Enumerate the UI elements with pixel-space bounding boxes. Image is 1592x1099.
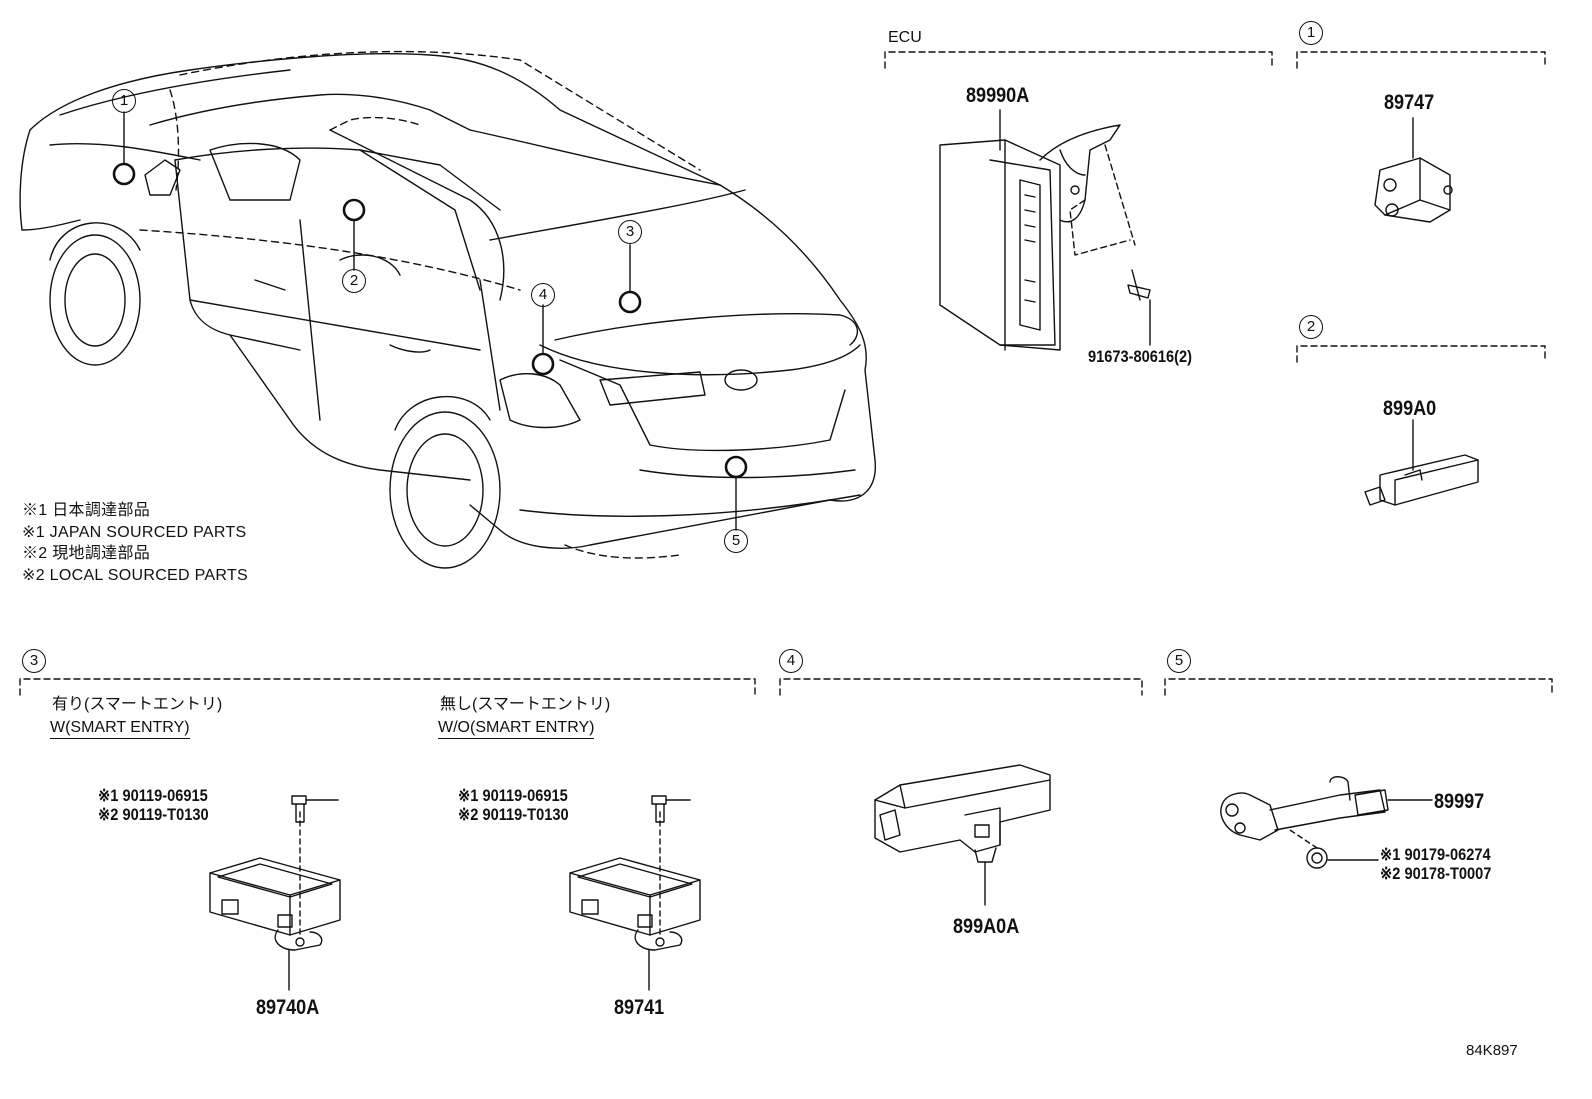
section-5-circle: 5 — [1167, 649, 1191, 673]
part-number-89747[interactable]: 89747 — [1384, 91, 1435, 114]
nut-local[interactable]: ※2 90178-T0007 — [1380, 864, 1492, 883]
part-89741-drawing — [569, 795, 701, 991]
ecu-section-label: ECU — [888, 29, 922, 46]
ecu-part-drawing — [939, 109, 1151, 351]
nut-japan[interactable]: ※1 90179-06274 — [1380, 845, 1491, 864]
car-callout-2: 2 — [342, 269, 366, 293]
bolt-w-japan[interactable]: ※1 90119-06915 — [98, 786, 208, 805]
car-callout-3: 3 — [618, 220, 642, 244]
section-brackets — [19, 51, 1553, 696]
note-local-sourced-en: ※2 LOCAL SOURCED PARTS — [22, 567, 248, 584]
diagram-id: 84K897 — [1466, 1042, 1518, 1059]
part-89997-drawing — [1220, 776, 1433, 869]
section-3-circle: 3 — [22, 649, 46, 673]
section-4-circle: 4 — [779, 649, 803, 673]
note-japan-sourced-jp: ※1 日本調達部品 — [22, 502, 151, 519]
part-number-89997[interactable]: 89997 — [1434, 790, 1485, 813]
part-number-899A0[interactable]: 899A0 — [1383, 397, 1437, 420]
part-number-899A0A[interactable]: 899A0A — [953, 915, 1020, 938]
part-number-ecu-bolt[interactable]: 91673-80616(2) — [1088, 347, 1193, 366]
bolt-w-local[interactable]: ※2 90119-T0130 — [98, 805, 209, 824]
car-callout-5: 5 — [724, 529, 748, 553]
wo-smart-entry-jp: 無し(スマートエントリ) — [440, 696, 611, 713]
bolt-wo-local[interactable]: ※2 90119-T0130 — [458, 805, 569, 824]
car-callout-4: 4 — [531, 283, 555, 307]
note-local-sourced-jp: ※2 現地調達部品 — [22, 545, 151, 562]
w-smart-entry-en: W(SMART ENTRY) — [50, 720, 190, 739]
wo-smart-entry-en: W/O(SMART ENTRY) — [438, 720, 595, 739]
part-number-89740A[interactable]: 89740A — [256, 996, 320, 1019]
car-illustration — [19, 50, 876, 569]
car-callout-1: 1 — [112, 89, 136, 113]
part-89747-drawing — [1374, 117, 1453, 223]
section-2-circle: 2 — [1299, 315, 1323, 339]
section-1-circle: 1 — [1299, 21, 1323, 45]
w-smart-entry-jp: 有り(スマートエントリ) — [52, 696, 223, 713]
part-number-89741[interactable]: 89741 — [614, 996, 665, 1019]
note-japan-sourced-en: ※1 JAPAN SOURCED PARTS — [22, 524, 247, 541]
part-899A0-drawing — [1364, 419, 1479, 506]
part-89740A-drawing — [209, 795, 341, 991]
part-899A0A-drawing — [874, 764, 1051, 906]
bolt-wo-japan[interactable]: ※1 90119-06915 — [458, 786, 568, 805]
part-number-89990A[interactable]: 89990A — [966, 84, 1030, 107]
